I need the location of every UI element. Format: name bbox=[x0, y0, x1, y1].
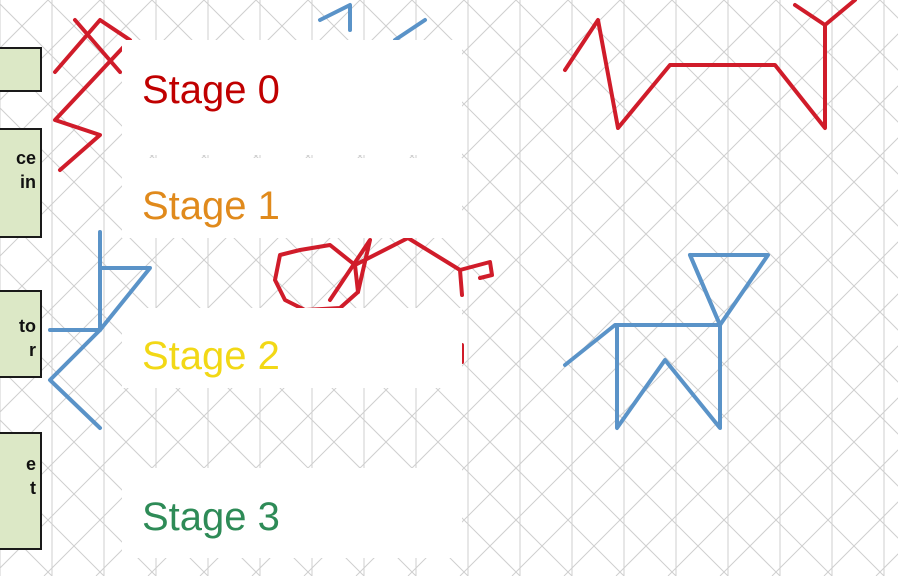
grid-line bbox=[511, 189, 898, 576]
grid-line bbox=[775, 0, 898, 123]
red-figure-top-left bbox=[53, 18, 132, 172]
stage-0-label: Stage 0 bbox=[122, 40, 462, 155]
red-figure-middle-body bbox=[353, 236, 464, 297]
grid-line bbox=[563, 241, 898, 576]
grid-line bbox=[567, 0, 898, 331]
grid-line bbox=[615, 293, 898, 576]
grid-line bbox=[0, 0, 101, 101]
red-figure-middle-curl bbox=[273, 243, 360, 312]
blue-figure-left-flag bbox=[48, 266, 152, 430]
red-figure-top-right-dog-ear bbox=[823, 0, 857, 27]
stage-1-label: Stage 1 bbox=[122, 158, 462, 238]
blue-figure-top-middle-b bbox=[393, 18, 427, 42]
grid-line bbox=[723, 0, 898, 175]
grid-line bbox=[619, 0, 898, 279]
grid-line bbox=[411, 0, 898, 487]
grid-line bbox=[875, 553, 898, 576]
grid-line bbox=[407, 85, 898, 576]
blue-figure-left-stick bbox=[48, 230, 102, 332]
blue-figure-top-middle bbox=[318, 3, 352, 32]
grid-line bbox=[459, 137, 898, 576]
red-figure-middle-hook bbox=[458, 260, 494, 280]
grid-line bbox=[879, 0, 898, 19]
grid-line bbox=[0, 419, 157, 576]
grid-line bbox=[771, 449, 898, 576]
grid-line bbox=[823, 501, 898, 576]
grid-line bbox=[671, 0, 898, 227]
side-box-1 bbox=[0, 47, 42, 92]
grid-line bbox=[0, 0, 205, 205]
grid-line bbox=[667, 345, 898, 576]
grid-line bbox=[0, 0, 153, 153]
grid-line bbox=[0, 367, 209, 576]
side-box-2: ce in bbox=[0, 128, 42, 238]
grid-line bbox=[0, 3, 573, 576]
grid-line bbox=[719, 397, 898, 576]
side-box-4: e t bbox=[0, 432, 42, 550]
side-box-3: to r bbox=[0, 290, 42, 378]
red-figure-top-right-dog bbox=[563, 3, 827, 130]
grid-line bbox=[463, 0, 898, 435]
blue-figure-right-dog-head bbox=[688, 253, 722, 327]
red-figure-top-left-cross bbox=[73, 18, 122, 74]
stage-3-label: Stage 3 bbox=[122, 468, 462, 558]
red-figure-middle-branch bbox=[328, 238, 372, 302]
stage-2-label: Stage 2 bbox=[122, 308, 462, 388]
